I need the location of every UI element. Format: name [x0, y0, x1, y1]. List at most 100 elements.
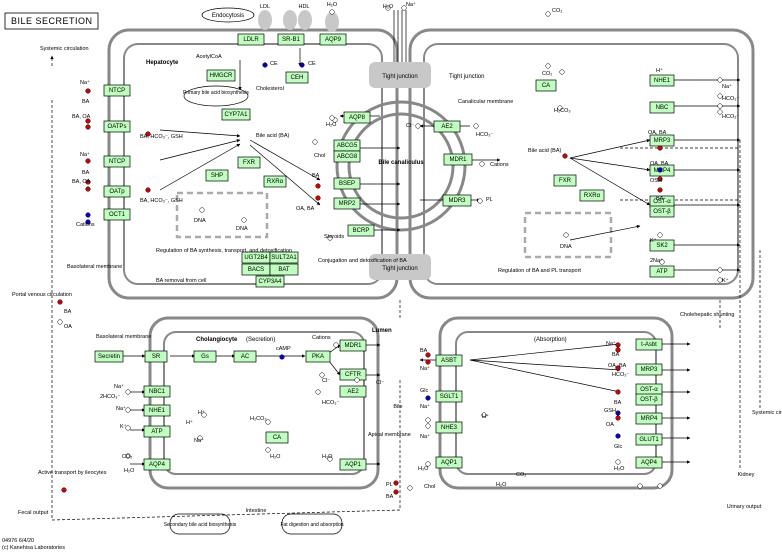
compound-dot[interactable]	[615, 342, 621, 348]
gene-fxr_r[interactable]: FXR	[553, 174, 577, 187]
compound-dot[interactable]	[425, 359, 431, 365]
compound-dot[interactable]	[393, 489, 399, 495]
gene-mdr1[interactable]: MDR1	[443, 153, 473, 166]
compound-dot[interactable]	[315, 183, 321, 189]
gene-cftr[interactable]: CFTR	[339, 368, 367, 381]
gene-secretin[interactable]: Secretin	[94, 350, 124, 363]
compound-dot[interactable]	[85, 179, 91, 185]
gene-ldlr[interactable]: LDLR	[237, 33, 265, 46]
compound-dot[interactable]	[545, 63, 551, 69]
compound-dot[interactable]	[385, 5, 391, 11]
compound-dot[interactable]	[659, 259, 665, 265]
gene-mrp3_a[interactable]: MRP3	[635, 363, 663, 376]
compound-dot[interactable]	[125, 389, 131, 395]
gene-aqp9[interactable]: AQP9	[319, 33, 347, 46]
compound-dot[interactable]	[145, 131, 151, 137]
compound-dot[interactable]	[559, 69, 565, 75]
compound-dot[interactable]	[85, 158, 91, 164]
compound-dot[interactable]	[85, 219, 91, 225]
gene-ca_c[interactable]: CA	[265, 431, 289, 444]
gene-aqp4[interactable]: AQP4	[143, 458, 171, 471]
compound-dot[interactable]	[199, 207, 205, 213]
compound-dot[interactable]	[201, 412, 207, 418]
compound-dot[interactable]	[327, 456, 333, 462]
compound-dot[interactable]	[717, 109, 723, 115]
gene-ae2_c[interactable]: AE2	[339, 385, 367, 398]
compound-dot[interactable]	[657, 232, 663, 238]
gene-bacs[interactable]: BACS	[241, 263, 271, 276]
compound-dot[interactable]	[717, 267, 723, 273]
compound-dot[interactable]	[262, 62, 268, 68]
gene-bsep[interactable]: BSEP	[333, 177, 361, 190]
gene-shp[interactable]: SHP	[205, 169, 229, 182]
gene-fxr[interactable]: FXR	[237, 156, 261, 169]
gene-srb1[interactable]: SR-B1	[277, 33, 305, 46]
gene-hmgcr[interactable]: HMGCR	[206, 69, 236, 82]
compound-dot[interactable]	[125, 425, 131, 431]
compound-dot[interactable]	[85, 186, 91, 192]
gene-mrp4_a[interactable]: MRP4	[635, 412, 663, 425]
gene-bat[interactable]: BAT	[269, 263, 299, 276]
compound-dot[interactable]	[407, 485, 413, 491]
compound-dot[interactable]	[125, 407, 131, 413]
gene-aqp4_a[interactable]: AQP4	[635, 456, 663, 469]
compound-dot[interactable]	[637, 483, 643, 489]
gene-nbc_r[interactable]: NBC	[649, 101, 675, 114]
gene-abcg5[interactable]: ABCG5	[333, 139, 361, 152]
compound-dot[interactable]	[145, 187, 151, 193]
gene-aqp1_a[interactable]: AQP1	[435, 456, 463, 469]
gene-rxra[interactable]: RXRα	[263, 175, 287, 188]
compound-dot[interactable]	[615, 433, 621, 439]
compound-dot[interactable]	[615, 415, 621, 421]
compound-dot[interactable]	[393, 480, 399, 486]
compound-dot[interactable]	[241, 217, 247, 223]
gene-mdr3[interactable]: MDR3	[442, 194, 472, 207]
gene-gs[interactable]: Gs	[193, 350, 217, 363]
gene-aqp1[interactable]: AQP1	[339, 458, 367, 471]
compound-dot[interactable]	[563, 232, 569, 238]
compound-dot[interactable]	[717, 77, 723, 83]
gene-ntcp[interactable]: NTCP	[103, 155, 131, 168]
compound-dot[interactable]	[61, 487, 67, 493]
compound-dot[interactable]	[85, 124, 91, 130]
gene-bcrp[interactable]: BCRP	[347, 224, 375, 237]
compound-dot[interactable]	[315, 195, 321, 201]
gene-osta_a[interactable]: OST-α	[635, 383, 663, 396]
compound-dot[interactable]	[319, 372, 325, 378]
compound-dot[interactable]	[85, 88, 91, 94]
gene-sglt1[interactable]: SGLT1	[435, 390, 463, 403]
gene-abcg8[interactable]: ABCG8	[333, 150, 361, 163]
compound-dot[interactable]	[657, 167, 663, 173]
gene-nbc1[interactable]: NBC1	[143, 385, 171, 398]
gene-glut1[interactable]: GLUT1	[635, 433, 663, 446]
compound-dot[interactable]	[425, 395, 431, 401]
compound-dot[interactable]	[657, 176, 663, 182]
gene-oatps[interactable]: OATPs	[103, 120, 131, 133]
gene-pka[interactable]: PKA	[305, 350, 331, 363]
compound-dot[interactable]	[615, 365, 621, 371]
compound-dot[interactable]	[562, 153, 568, 159]
gene-atp_r[interactable]: ATP	[649, 265, 675, 278]
gene-ceh[interactable]: CEH	[285, 71, 309, 84]
gene-ae2[interactable]: AE2	[433, 120, 461, 133]
compound-dot[interactable]	[425, 423, 431, 429]
compound-dot[interactable]	[312, 139, 318, 145]
gene-sr[interactable]: SR	[144, 350, 168, 363]
compound-dot[interactable]	[615, 389, 621, 395]
compound-dot[interactable]	[265, 447, 271, 453]
compound-dot[interactable]	[415, 123, 421, 129]
compound-dot[interactable]	[265, 419, 271, 425]
compound-dot[interactable]	[197, 435, 203, 441]
compound-dot[interactable]	[481, 412, 487, 418]
gene-ac[interactable]: AC	[233, 350, 257, 363]
gene-nhe1_r[interactable]: NHE1	[649, 74, 675, 87]
gene-atp_c[interactable]: ATP	[143, 425, 171, 438]
compound-dot[interactable]	[57, 299, 63, 305]
compound-dot[interactable]	[615, 459, 621, 465]
compound-dot[interactable]	[329, 9, 335, 15]
gene-cyp3a4[interactable]: CYP3A4	[255, 275, 285, 288]
compound-dot[interactable]	[85, 118, 91, 124]
gene-asbt[interactable]: ASBT	[435, 354, 463, 367]
gene-mdr1_c[interactable]: MDR1	[339, 339, 367, 352]
gene-ca_r[interactable]: CA	[535, 79, 557, 92]
